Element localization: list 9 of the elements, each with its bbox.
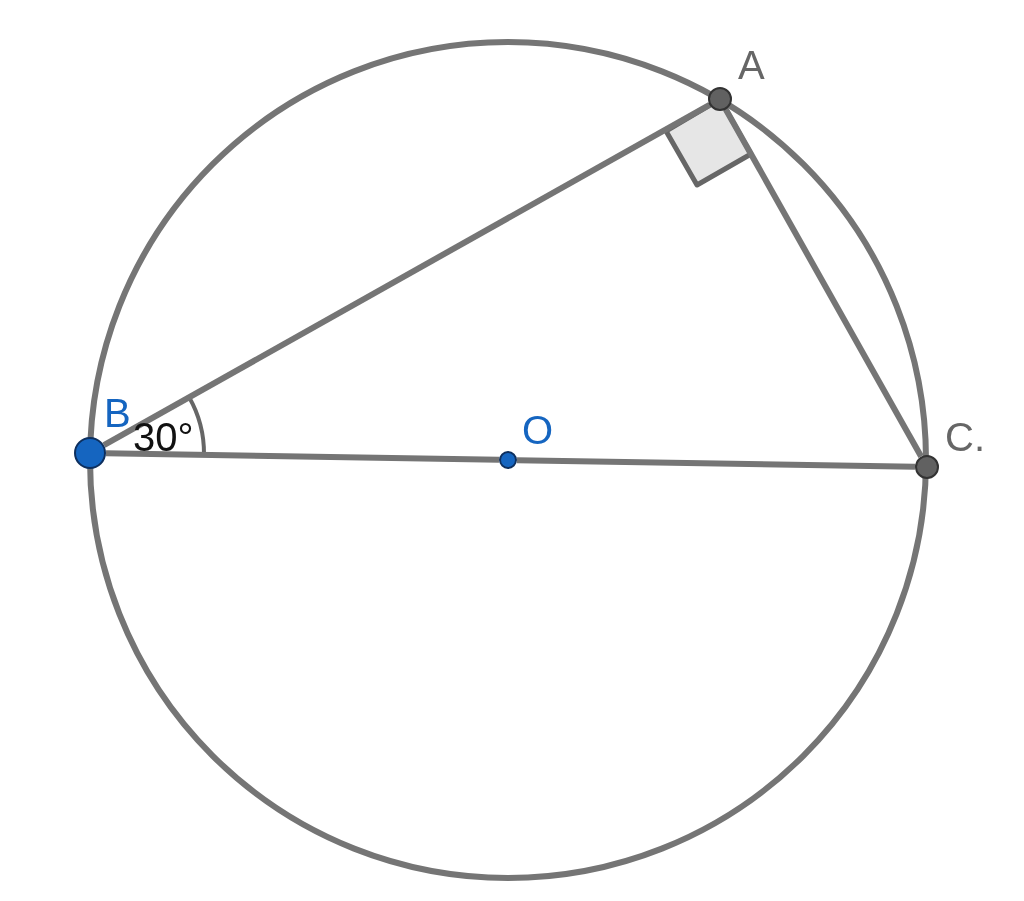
point-label: C. [945,417,985,457]
line-segment [105,450,500,463]
point-label: O [522,410,554,450]
line-segment [723,108,924,458]
point-label: A [738,45,765,85]
point-label: B [104,393,131,433]
line-segment [516,457,916,470]
angle-value: 30° [133,417,194,457]
line-segment [102,102,711,448]
